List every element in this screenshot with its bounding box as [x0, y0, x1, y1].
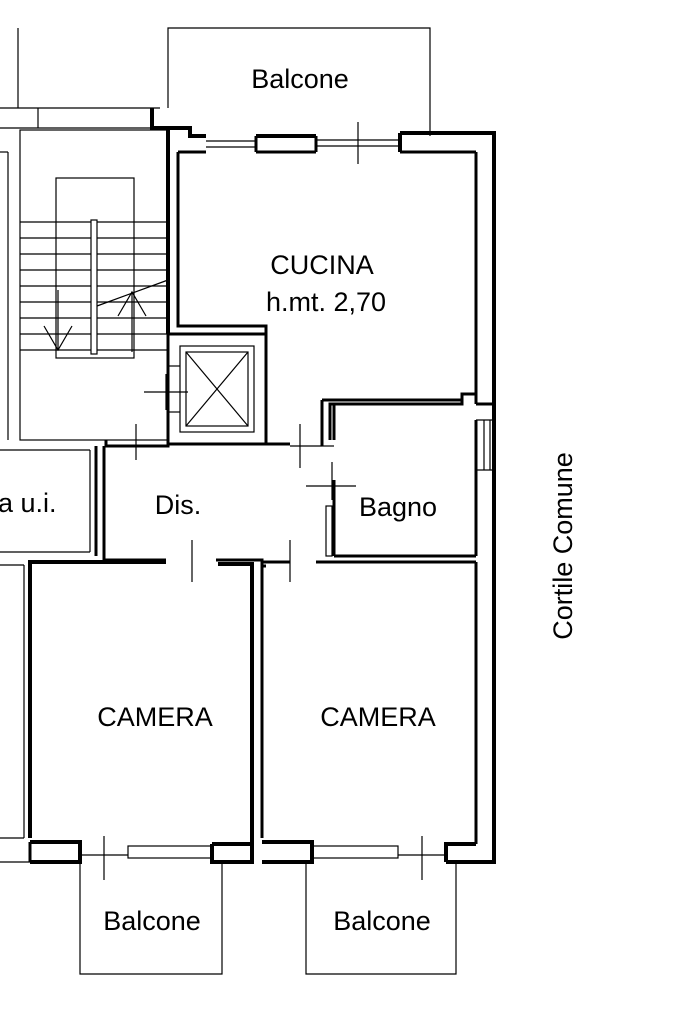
label-cucina-height: h.mt. 2,70	[266, 287, 386, 317]
label-bagno: Bagno	[359, 492, 437, 522]
elevator	[144, 332, 268, 446]
label-cortile-comune: Cortile Comune	[548, 452, 578, 640]
adjacent-building-outline	[0, 28, 160, 863]
balcony-bottom-right	[305, 862, 457, 975]
label-cucina: CUCINA	[270, 250, 374, 280]
label-dis: Dis.	[155, 490, 202, 520]
apartment-walls	[0, 108, 496, 880]
balcony-top	[167, 27, 431, 136]
balcony-bottom-left	[79, 862, 223, 975]
label-balcone-bottom-left: Balcone	[103, 906, 201, 936]
label-camera-left: CAMERA	[97, 702, 213, 732]
staircase	[19, 129, 169, 441]
label-balcone-bottom-right: Balcone	[333, 906, 431, 936]
label-camera-right: CAMERA	[320, 702, 436, 732]
label-altra-ui: a u.i.	[0, 488, 57, 518]
label-balcone-top: Balcone	[251, 64, 349, 94]
